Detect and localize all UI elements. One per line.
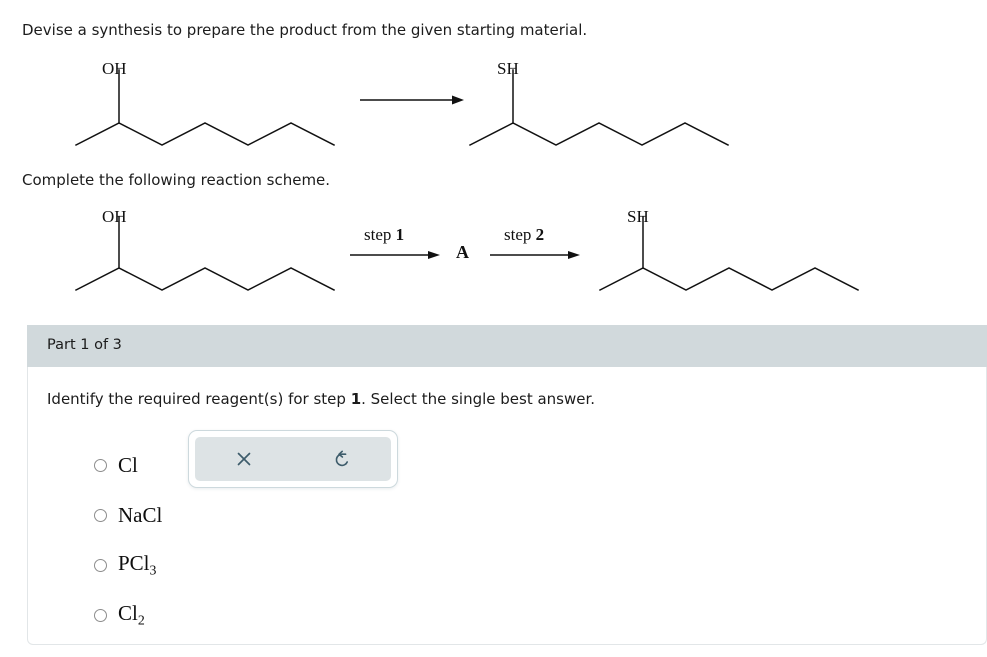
radio-button-pcl3[interactable] bbox=[94, 558, 107, 572]
part-indicator: Part 1 of 3 bbox=[47, 337, 122, 353]
x-icon bbox=[237, 452, 251, 466]
step-1-word: step bbox=[364, 225, 392, 244]
step-1-number: 1 bbox=[395, 225, 405, 244]
option-text-pcl3: PCl bbox=[118, 550, 150, 575]
page-title: Devise a synthesis to prepare the produc… bbox=[22, 21, 588, 39]
question-text: Identify the required reagent(s) for ste… bbox=[47, 390, 595, 408]
reaction-scheme-2: OH SH step 1 step 2 A bbox=[60, 205, 870, 305]
molecule-heptanol-2 bbox=[74, 216, 336, 292]
option-row-cl[interactable]: Cl bbox=[94, 440, 162, 490]
radio-button-cl[interactable] bbox=[94, 458, 107, 472]
step-1-label: step 1 bbox=[364, 225, 404, 245]
clear-answer-button[interactable] bbox=[195, 437, 293, 481]
molecule-heptanethiol-2 bbox=[598, 216, 860, 292]
question-suffix: . Select the single best answer. bbox=[361, 390, 596, 408]
step-2-label: step 2 bbox=[504, 225, 544, 245]
option-label-pcl3: PCl3 bbox=[118, 550, 157, 578]
option-label-cl: Cl bbox=[118, 452, 138, 477]
scheme-instruction: Complete the following reaction scheme. bbox=[22, 171, 331, 189]
atom-label-oh-2: OH bbox=[102, 207, 127, 226]
answer-options-group: Cl NaCl PCl3 Cl2 bbox=[94, 440, 162, 640]
step-2-number: 2 bbox=[535, 225, 545, 244]
atom-label-oh-1: OH bbox=[102, 59, 127, 78]
molecule-heptanol-1 bbox=[74, 69, 336, 147]
option-label-cl2: Cl2 bbox=[118, 600, 145, 628]
radio-button-cl2[interactable] bbox=[94, 608, 107, 622]
option-row-nacl[interactable]: NaCl bbox=[94, 490, 162, 540]
option-subscript-pcl3: 3 bbox=[149, 562, 157, 578]
part-body-card bbox=[27, 367, 987, 645]
atom-label-sh-1: SH bbox=[497, 59, 519, 78]
atom-label-sh-2: SH bbox=[627, 207, 649, 226]
option-row-cl2[interactable]: Cl2 bbox=[94, 590, 162, 640]
option-text-cl: Cl bbox=[118, 452, 138, 477]
intermediate-label-a: A bbox=[456, 242, 469, 262]
option-text-cl2: Cl bbox=[118, 600, 138, 625]
option-row-pcl3[interactable]: PCl3 bbox=[94, 540, 162, 590]
reaction-arrow-icon bbox=[360, 95, 464, 105]
undo-icon bbox=[335, 450, 348, 467]
option-label-nacl: NaCl bbox=[118, 502, 163, 527]
option-text-nacl: NaCl bbox=[118, 502, 163, 527]
molecule-heptanethiol-1 bbox=[468, 69, 730, 147]
question-prefix: Identify the required reagent(s) for ste… bbox=[47, 390, 351, 408]
reaction-scheme-1: OH SH bbox=[60, 55, 860, 165]
step-2-arrow-icon bbox=[490, 251, 580, 259]
answer-toolbar bbox=[188, 430, 398, 488]
toolbar-panel bbox=[195, 437, 391, 481]
step-1-arrow-icon bbox=[350, 251, 440, 259]
part-header-band: Part 1 of 3 bbox=[27, 325, 987, 367]
question-step-number: 1 bbox=[350, 390, 362, 408]
radio-button-nacl[interactable] bbox=[94, 508, 107, 522]
option-subscript-cl2: 2 bbox=[137, 612, 145, 628]
undo-button[interactable] bbox=[293, 437, 391, 481]
step-2-word: step bbox=[504, 225, 532, 244]
